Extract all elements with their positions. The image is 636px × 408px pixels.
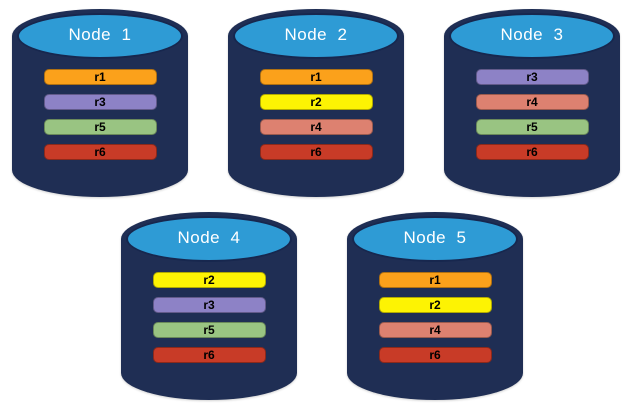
node-2-cylinder: Node 2 r1 r2 r4 r6: [228, 9, 404, 197]
replica-bar-label: r1: [429, 273, 441, 287]
replica-bar-r6: r6: [378, 347, 492, 363]
replica-bar-r4: r4: [475, 94, 589, 110]
replica-bar-r2: r2: [259, 94, 373, 110]
node-1-replica-list: r1 r3 r5 r6: [12, 69, 188, 160]
replica-bar-label: r6: [429, 348, 441, 362]
replica-bar-label: r4: [429, 323, 441, 337]
replica-bar-label: r5: [526, 120, 538, 134]
replica-bar-r1: r1: [378, 272, 492, 288]
replica-bar-r3: r3: [152, 297, 266, 313]
node-5-title: Node 5: [403, 228, 467, 247]
node-1-title: Node 1: [68, 25, 132, 44]
replica-bar-label: r6: [526, 145, 538, 159]
node-4-replica-list: r2 r3 r5 r6: [121, 272, 297, 363]
node-5-cylinder: Node 5 r1 r2 r4 r6: [347, 212, 523, 400]
replica-bar-label: r3: [94, 95, 106, 109]
replica-bar-r6: r6: [43, 144, 157, 160]
replica-bar-label: r5: [203, 323, 215, 337]
node-3-title: Node 3: [500, 25, 564, 44]
node-2-title: Node 2: [284, 25, 348, 44]
replica-bar-r1: r1: [259, 69, 373, 85]
node-4-cap: Node 4: [126, 216, 292, 262]
node-1-cylinder: Node 1 r1 r3 r5 r6: [12, 9, 188, 197]
node-4-cylinder: Node 4 r2 r3 r5 r6: [121, 212, 297, 400]
replica-bar-label: r4: [526, 95, 538, 109]
replica-bar-r5: r5: [475, 119, 589, 135]
replica-bar-r3: r3: [475, 69, 589, 85]
replica-bar-label: r5: [94, 120, 106, 134]
replica-bar-label: r6: [310, 145, 322, 159]
replica-bar-r2: r2: [152, 272, 266, 288]
node-3-cap: Node 3: [449, 13, 615, 59]
replica-bar-label: r6: [203, 348, 215, 362]
replica-bar-label: r2: [310, 95, 322, 109]
replica-bar-label: r3: [526, 70, 538, 84]
node-2-cap: Node 2: [233, 13, 399, 59]
replica-bar-label: r2: [429, 298, 441, 312]
node-4-title: Node 4: [177, 228, 241, 247]
replica-bar-r2: r2: [378, 297, 492, 313]
replica-bar-label: r6: [94, 145, 106, 159]
node-3-cylinder: Node 3 r3 r4 r5 r6: [444, 9, 620, 197]
node-2-replica-list: r1 r2 r4 r6: [228, 69, 404, 160]
replica-bar-label: r1: [310, 70, 322, 84]
replica-bar-label: r1: [94, 70, 106, 84]
replica-bar-r6: r6: [152, 347, 266, 363]
replica-bar-r6: r6: [475, 144, 589, 160]
replica-bar-r6: r6: [259, 144, 373, 160]
replica-bar-r5: r5: [43, 119, 157, 135]
replica-bar-label: r2: [203, 273, 215, 287]
replica-bar-r1: r1: [43, 69, 157, 85]
node-5-replica-list: r1 r2 r4 r6: [347, 272, 523, 363]
replica-bar-r3: r3: [43, 94, 157, 110]
replica-bar-r4: r4: [378, 322, 492, 338]
replica-bar-label: r3: [203, 298, 215, 312]
replica-bar-r5: r5: [152, 322, 266, 338]
replica-bar-r4: r4: [259, 119, 373, 135]
node-3-replica-list: r3 r4 r5 r6: [444, 69, 620, 160]
node-1-cap: Node 1: [17, 13, 183, 59]
replica-bar-label: r4: [310, 120, 322, 134]
node-5-cap: Node 5: [352, 216, 518, 262]
